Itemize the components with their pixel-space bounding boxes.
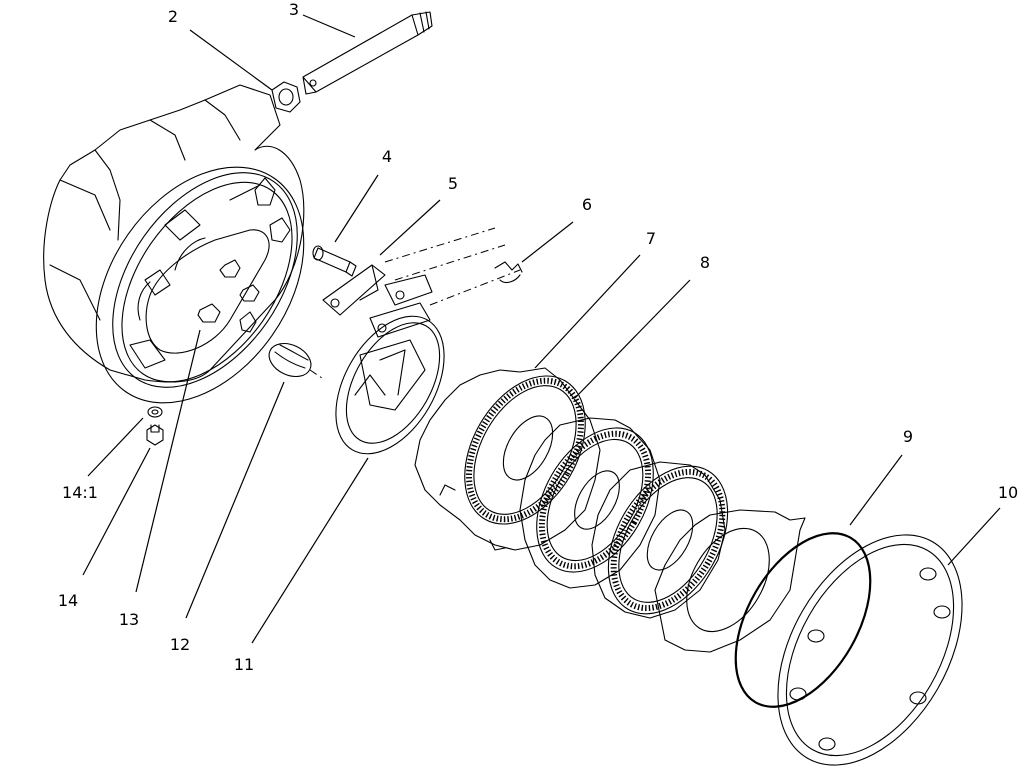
hex-nut — [271, 81, 301, 113]
friction-disc-1 — [464, 375, 586, 525]
friction-disc-3 — [607, 465, 729, 615]
clevis-pin — [312, 245, 357, 277]
actuating-links — [322, 227, 521, 338]
callout-6: 6 — [582, 195, 592, 214]
spring-clip — [494, 261, 523, 284]
callout-14: 14 — [58, 591, 78, 610]
grease-fitting — [146, 406, 164, 446]
ball-spacer — [268, 342, 326, 381]
steel-separator-plate-2 — [519, 417, 661, 589]
steel-separator-plate-3 — [591, 461, 726, 619]
leader-lines — [82, 14, 1001, 644]
callout-12: 12 — [170, 635, 190, 654]
callout-2: 2 — [168, 7, 178, 26]
brake-lever-rod — [302, 11, 433, 95]
callout-9: 9 — [903, 427, 913, 446]
actuator-plate — [335, 315, 445, 455]
callout-11: 11 — [234, 655, 254, 674]
callout-13: 13 — [119, 610, 139, 629]
callout-labels: 2 3 4 5 6 7 8 9 10 11 12 13 14 14:1 — [58, 0, 1018, 674]
cover-gasket — [777, 534, 963, 766]
callout-14-1: 14:1 — [62, 483, 98, 502]
callout-7: 7 — [646, 229, 656, 248]
callout-3: 3 — [289, 0, 299, 19]
callout-10: 10 — [998, 483, 1018, 502]
friction-disc-2 — [536, 427, 654, 573]
pressure-plate — [654, 509, 806, 653]
callout-8: 8 — [700, 253, 710, 272]
o-ring — [734, 532, 872, 708]
callout-5: 5 — [448, 174, 458, 193]
brake-housing — [43, 84, 305, 404]
callout-4: 4 — [382, 147, 392, 166]
